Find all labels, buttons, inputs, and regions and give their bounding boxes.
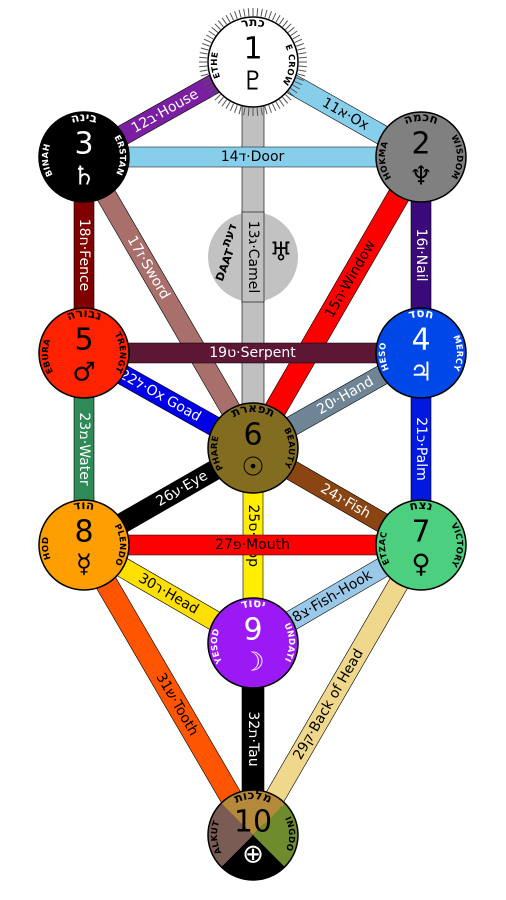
sephira-number: 9 [243, 613, 262, 648]
sephira-geburah-circle [38, 307, 130, 399]
sephira-hod: 8☿ HODSPLENDORהוד [0, 0, 130, 591]
sephira-hebrew: כתר [240, 15, 267, 31]
sephira-hebrew: חסד [407, 306, 435, 322]
sephira-title: BEAUTY [281, 426, 296, 470]
sephira-number: 6 [243, 418, 262, 453]
sephira-title: VICTORY [448, 521, 464, 569]
path-label-22: 22ל·Ox Goad [117, 367, 204, 425]
planet-symbol-icon: ♄ [72, 162, 95, 192]
path-label-15: 15ה·Window [322, 238, 379, 321]
malkuth-quadrant-3 [221, 835, 285, 881]
sephira-yesod-circle [207, 597, 299, 689]
sephira-name: TIPHARETH [0, 0, 226, 472]
path-label-16: 16ו·Nail [413, 229, 429, 282]
malkuth-quadrant-2 [253, 803, 298, 867]
sephira-hebrew: יסוד [239, 596, 267, 612]
sephira-hebrew: נצח [408, 498, 434, 514]
path-label-30: 30ר·Head [136, 570, 202, 617]
planet-symbol-icon: ♇ [241, 67, 264, 97]
planet-symbol-icon: ♀ [411, 550, 430, 580]
sephira-name: KETHER [0, 0, 223, 80]
sephira-number: 2 [411, 127, 430, 162]
sephira-hebrew: הוד [72, 498, 95, 513]
path-label-29: 29ק·Back of Head [290, 646, 367, 762]
sephira-number: 1 [243, 32, 262, 67]
path-label-14: 14ד·Door [221, 149, 285, 165]
malkuth-quadrant-4 [208, 803, 253, 867]
planet-symbol-icon: ♃ [409, 358, 432, 388]
sephira-number: 5 [74, 323, 93, 358]
path-label-27: 27פ·Mouth [215, 537, 290, 553]
sephira-number: 7 [411, 515, 430, 550]
sephira-title: WISDOM [448, 134, 464, 181]
path-label-20: 20י·Hand [314, 373, 376, 418]
sephira-binah: 3♄BINAHUNDERSTANDINGבינה [0, 0, 130, 203]
path-label-18: 18ח·Fence [76, 219, 92, 292]
sephira-chokmah-circle [375, 111, 467, 203]
sephira-name: GEBURAH [0, 0, 56, 375]
planet-symbol-icon: ☿ [76, 550, 92, 580]
sephira-kether-circle [207, 16, 299, 108]
planet-symbol-icon: ☽ [241, 648, 264, 678]
path-label-23: 23מ·Water [76, 412, 92, 485]
path-label-17: 17ז·Sword [124, 233, 173, 302]
uranus-icon: ♅ [269, 238, 292, 268]
path-label-21: 21כ·Palm [413, 417, 429, 481]
planet-symbol-icon: ♂ [72, 358, 95, 388]
sephira-tiphareth-circle [207, 402, 299, 494]
sephira-hebrew: תפארת [229, 401, 277, 420]
sephira-binah-circle [38, 111, 130, 203]
malkuth-quadrant-1 [221, 790, 285, 835]
sephira-title: SPLENDOR [0, 0, 127, 567]
sephira-number: 8 [74, 515, 93, 550]
sephira-netzach-circle [375, 499, 467, 591]
path-label-13-overlay: 13ג·Camel [245, 221, 261, 294]
path-label-31: 31ש·Tooth [152, 670, 201, 738]
sephira-hebrew: בינה [69, 110, 98, 126]
planet-symbol-icon: ⊕ [242, 840, 264, 870]
sephira-kether: 1♇KETHERTHE CROWNכתר [0, 0, 307, 116]
sephira-number: 10 [234, 805, 272, 840]
sephira-number: 3 [74, 127, 93, 162]
path-label-12: 12ב·House [129, 86, 202, 136]
planet-symbol-icon: ♆ [409, 162, 432, 192]
path-label-32: 32ת·Tau [245, 711, 261, 766]
planet-symbol-icon: ☉ [241, 453, 264, 483]
sephira-chesod-circle [375, 307, 467, 399]
path-label-19: 19ט·Serpent [209, 345, 296, 361]
sephira-hod-circle [38, 499, 130, 591]
path-13-overlay [241, 211, 265, 303]
sephira-name: HOD [41, 536, 54, 561]
sephira-number: 4 [411, 323, 430, 358]
path-label-28: 28צ·Fish-Hook [282, 567, 376, 631]
